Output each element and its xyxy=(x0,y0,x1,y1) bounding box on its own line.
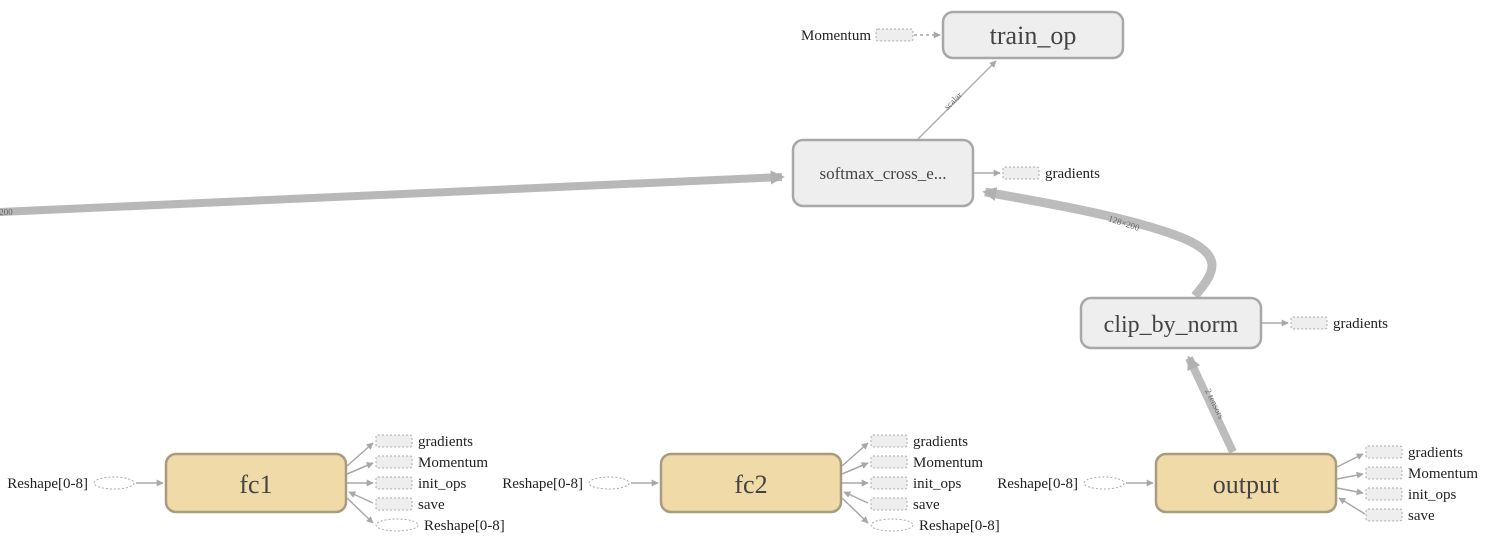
aux-node-fc2-reshape[interactable] xyxy=(870,518,914,532)
aux-node-fc1-gradients[interactable] xyxy=(375,434,413,448)
aux-edge-output-out-0 xyxy=(1336,453,1364,468)
node-clip-by-norm-label: clip_by_norm xyxy=(1104,312,1239,338)
node-softmax-label: softmax_cross_e... xyxy=(819,164,946,183)
aux-label-output-init-ops: init_ops xyxy=(1408,487,1457,503)
aux-edge-output-out-3 xyxy=(1338,497,1366,515)
aux-node-fc2-save[interactable] xyxy=(870,497,908,511)
aux-edge-fc2-out-0 xyxy=(841,442,869,467)
aux-edge-fc1-out-4 xyxy=(346,497,374,524)
aux-node-output-in[interactable] xyxy=(1083,476,1125,490)
aux-label-fc2-momentum: Momentum xyxy=(913,455,983,471)
aux-node-output-init-ops[interactable] xyxy=(1365,487,1403,501)
edge-left-to-softmax xyxy=(0,170,785,216)
aux-label-output-save: save xyxy=(1408,508,1435,524)
aux-node-fc1-momentum[interactable] xyxy=(375,455,413,469)
node-clip-by-norm[interactable]: clip_by_norm xyxy=(1079,296,1263,350)
node-fc2-label: fc2 xyxy=(734,470,767,499)
edge-softmax-to-trainop xyxy=(917,60,997,140)
aux-node-fc2-gradients[interactable] xyxy=(870,434,908,448)
aux-label-fc1-init-ops: init_ops xyxy=(418,476,467,492)
aux-edge-fc1-out-3 xyxy=(348,491,374,504)
edge-label-left: 200 xyxy=(0,207,13,218)
aux-label-softmax-gradients: gradients xyxy=(1045,166,1100,182)
aux-label-fc2-save: save xyxy=(913,497,940,513)
node-train-op[interactable]: train_op xyxy=(941,10,1125,60)
aux-label-fc1-momentum: Momentum xyxy=(418,455,488,471)
aux-node-fc2-in[interactable] xyxy=(588,476,630,490)
aux-node-fc2-init-ops[interactable] xyxy=(870,476,908,490)
aux-node-fc1-init-ops[interactable] xyxy=(375,476,413,490)
edge-clip-to-softmax xyxy=(982,187,1217,299)
aux-edge-fc1-out-1 xyxy=(346,462,374,475)
node-fc1[interactable]: fc1 xyxy=(164,452,348,514)
aux-label-output-in: Reshape[0-8] xyxy=(997,476,1078,492)
edge-label-scalar: scalar xyxy=(942,90,964,112)
node-output-label: output xyxy=(1213,470,1280,499)
aux-node-fc1-reshape[interactable] xyxy=(375,518,419,532)
aux-node-softmax-gradients[interactable] xyxy=(1002,166,1040,180)
aux-node-fc1-in[interactable] xyxy=(93,476,135,490)
aux-label-fc2-init-ops: init_ops xyxy=(913,476,962,492)
edge-output-to-clip xyxy=(1185,355,1237,454)
aux-edge-output-out-2 xyxy=(1336,487,1364,496)
node-fc2[interactable]: fc2 xyxy=(659,452,843,514)
aux-label-fc2-gradients: gradients xyxy=(913,434,968,450)
aux-label-output-gradients: gradients xyxy=(1408,445,1463,461)
aux-label-fc1-in: Reshape[0-8] xyxy=(7,476,88,492)
aux-edge-fc2-out-1 xyxy=(841,462,869,475)
aux-edge-fc2-out-4 xyxy=(841,497,869,524)
node-softmax[interactable]: softmax_cross_e... xyxy=(791,138,975,208)
aux-edge-output-out-1 xyxy=(1336,471,1364,480)
aux-node-output-gradients[interactable] xyxy=(1365,445,1403,459)
aux-label-fc2-reshape: Reshape[0-8] xyxy=(919,518,1000,534)
aux-node-fc2-momentum[interactable] xyxy=(870,455,908,469)
aux-edge-fc2-out-3 xyxy=(843,491,869,504)
node-output[interactable]: output xyxy=(1154,452,1338,514)
aux-label-fc2-in: Reshape[0-8] xyxy=(502,476,583,492)
aux-node-fc1-save[interactable] xyxy=(375,497,413,511)
aux-node-momentum[interactable] xyxy=(875,28,914,42)
aux-label-clip-gradients: gradients xyxy=(1333,316,1388,332)
node-train-op-label: train_op xyxy=(990,21,1077,50)
aux-label-output-momentum: Momentum xyxy=(1408,466,1478,482)
aux-edge-fc1-out-0 xyxy=(346,442,374,467)
aux-label-fc1-reshape: Reshape[0-8] xyxy=(424,518,505,534)
aux-node-output-momentum[interactable] xyxy=(1365,466,1403,480)
aux-label-fc1-save: save xyxy=(418,497,445,513)
aux-label-momentum: Momentum xyxy=(801,28,871,44)
aux-label-fc1-gradients: gradients xyxy=(418,434,473,450)
aux-node-clip-gradients[interactable] xyxy=(1290,316,1328,330)
aux-node-output-save[interactable] xyxy=(1365,508,1403,522)
node-fc1-label: fc1 xyxy=(239,470,272,499)
